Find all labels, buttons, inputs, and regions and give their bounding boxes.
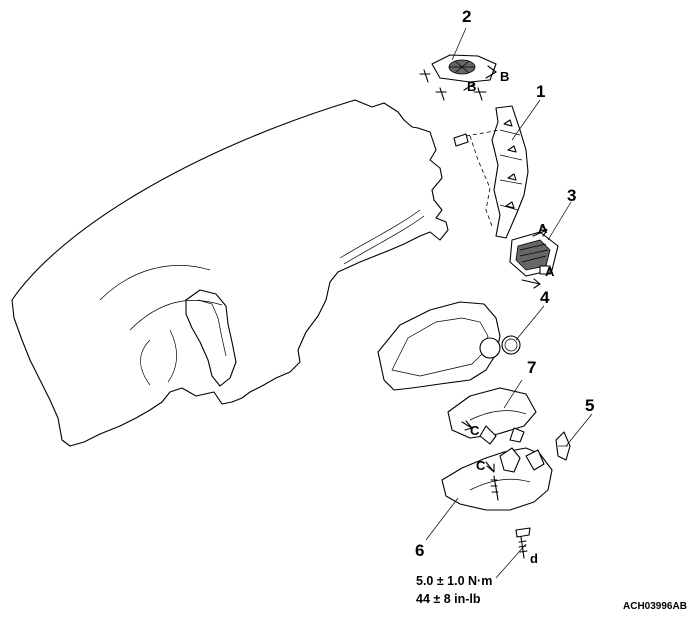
part-2-speaker-cover <box>419 54 497 101</box>
label-b-lower: B <box>467 79 476 94</box>
part-7-upper-column-cover <box>447 387 537 445</box>
label-a-upper: A <box>538 221 548 236</box>
callout-2: 2 <box>462 7 471 26</box>
direction-arrows <box>461 71 548 473</box>
part-3-vent <box>509 231 559 277</box>
callout-3: 3 <box>567 186 576 205</box>
arrow-a-lower-icon <box>521 278 541 289</box>
part-1-side-cover <box>453 105 529 239</box>
label-b-right: B <box>500 69 509 84</box>
part-6-lower-column-cover <box>441 447 553 511</box>
screw-d-icon <box>515 527 531 559</box>
meter-bezel <box>377 301 501 391</box>
arrow-c-upper-icon <box>461 420 473 431</box>
part-5-clip <box>555 431 571 461</box>
arrow-a-upper-icon <box>532 225 548 237</box>
label-d: d <box>530 551 538 566</box>
callout-7: 7 <box>527 358 536 377</box>
leader-lines <box>425 27 593 579</box>
callout-4: 4 <box>540 288 550 307</box>
callout-6: 6 <box>415 541 424 560</box>
torque-metric: 5.0 ± 1.0 N·m <box>416 574 492 588</box>
drawing-code: ACH03996AB <box>623 601 687 612</box>
callout-1: 1 <box>536 82 545 101</box>
label-a-lower: A <box>545 264 555 279</box>
part-4-cap <box>501 335 521 355</box>
instrument-panel <box>11 99 449 447</box>
callout-5: 5 <box>585 396 594 415</box>
label-c-lower: C <box>476 458 486 473</box>
label-c-upper: C <box>470 423 480 438</box>
arrow-c-lower-icon <box>485 461 495 473</box>
torque-imperial: 44 ± 8 in-lb <box>416 592 481 606</box>
